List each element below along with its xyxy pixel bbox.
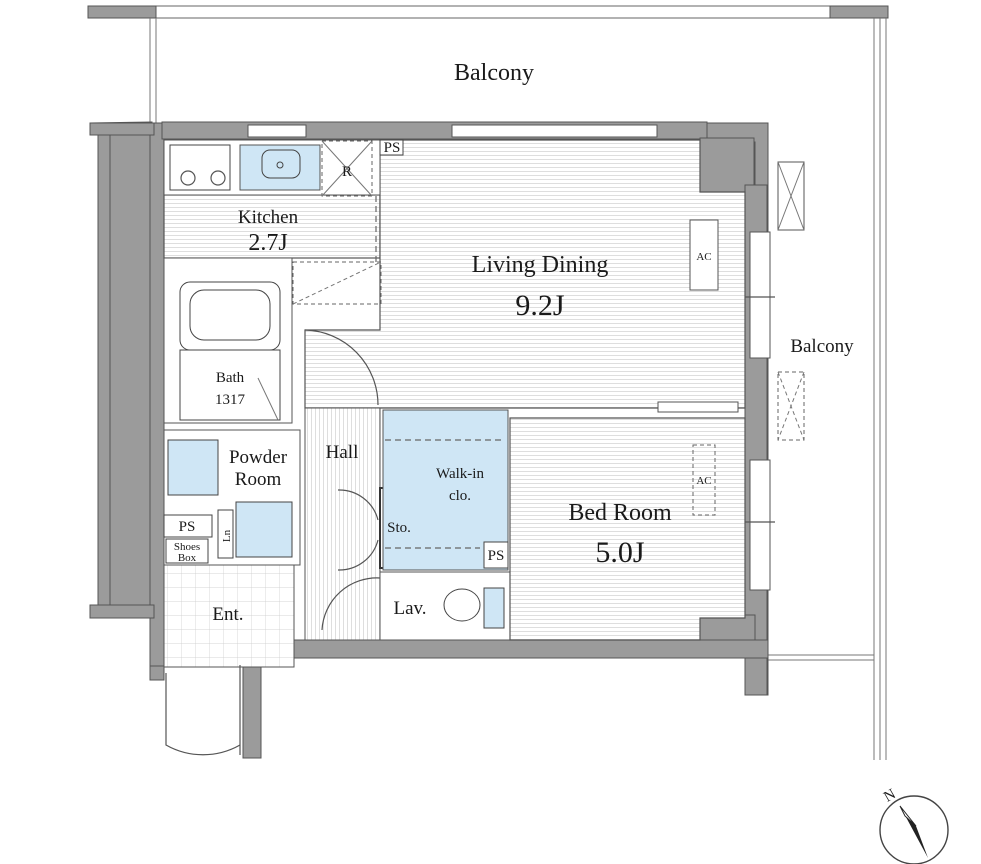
bath-size: 1317 <box>215 392 246 408</box>
ac-label-1: AC <box>696 251 711 263</box>
bedroom-label: Bed Room <box>568 500 672 526</box>
hall-floor <box>304 407 381 641</box>
bath-label: Bath <box>216 370 245 386</box>
walkin-label-2: clo. <box>449 488 471 504</box>
powder-label: Powder <box>229 447 288 468</box>
shoes-box-label: Shoes <box>174 541 200 553</box>
living-label: Living Dining <box>472 252 609 278</box>
shoes-box-label-2: Box <box>178 552 197 564</box>
balcony-right-label: Balcony <box>790 336 854 357</box>
living-size: 9.2J <box>515 289 565 322</box>
compass: N <box>879 786 949 864</box>
powder-label-2: Room <box>235 469 282 490</box>
balcony-top-area <box>87 5 889 760</box>
walkin-label: Walk-in <box>436 466 484 482</box>
outer-walls <box>89 121 769 759</box>
bedroom-floor <box>510 418 745 640</box>
ac-label-2: AC <box>696 475 711 487</box>
windows <box>247 124 775 591</box>
refrigerator-label: R <box>342 164 352 180</box>
bedroom-size: 5.0J <box>595 536 645 569</box>
lav-label: Lav. <box>393 598 426 619</box>
kitchen-label: Kitchen <box>238 207 299 228</box>
entrance-label: Ent. <box>212 604 243 625</box>
balcony-top-label: Balcony <box>454 60 534 86</box>
ps-label-2: PS <box>179 519 196 535</box>
kitchen-size: 2.7J <box>248 230 287 256</box>
ps-label-3: PS <box>488 548 505 564</box>
sto-label: Sto. <box>387 520 411 536</box>
hall-label: Hall <box>326 442 359 463</box>
living-floor <box>305 140 745 408</box>
stove <box>169 144 231 191</box>
entrance-floor <box>163 564 295 668</box>
ps-label-1: PS <box>384 140 401 156</box>
linen-label: Ln <box>221 529 233 542</box>
